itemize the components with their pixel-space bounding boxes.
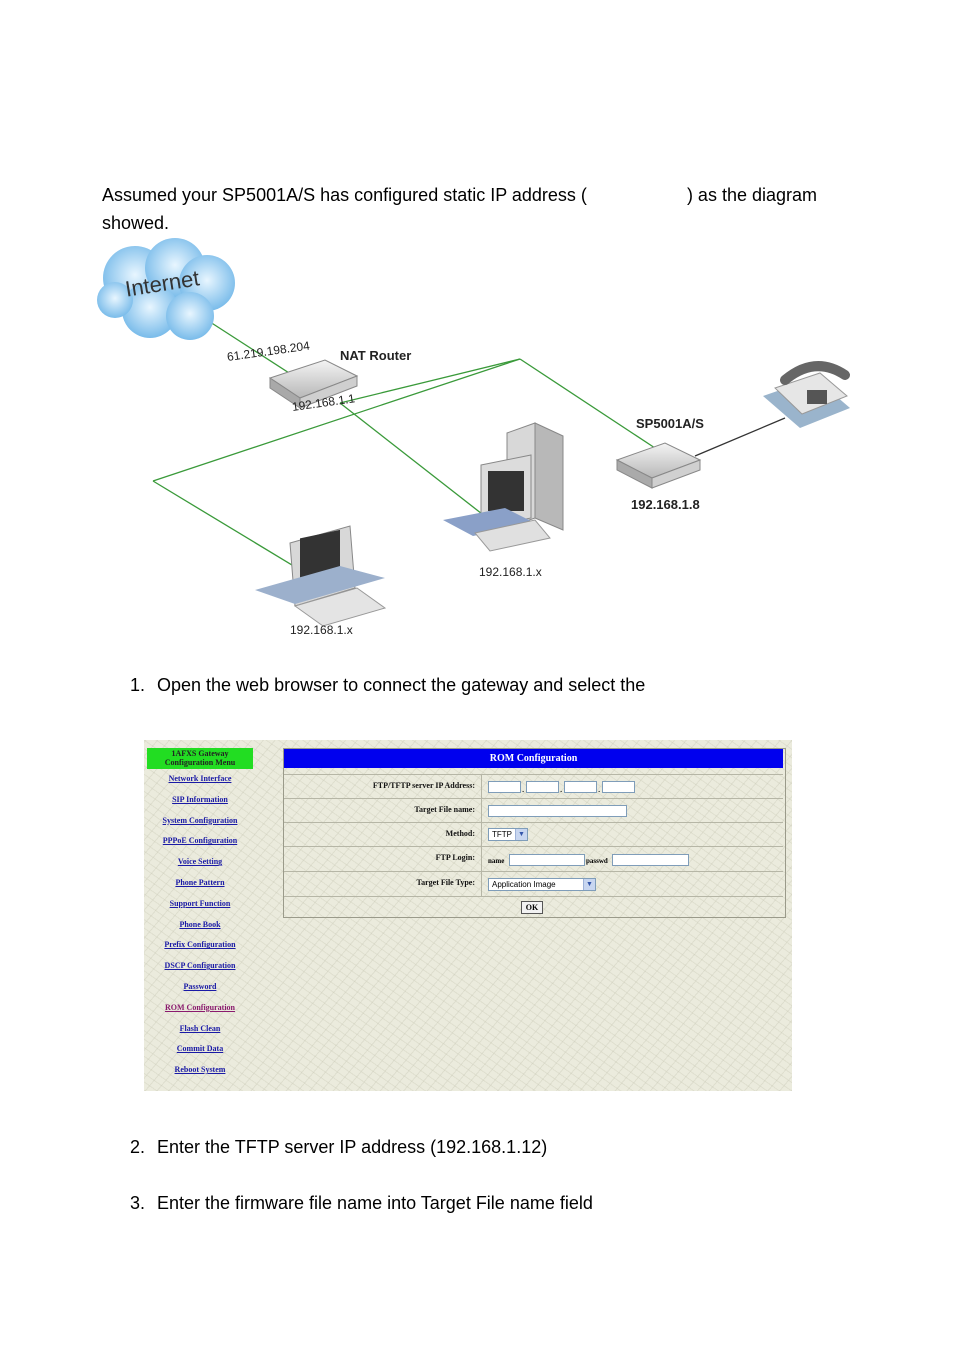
rom-config-panel: ROM Configuration FTP/TFTP server IP Add… <box>283 748 786 918</box>
ip-octet-4-input[interactable] <box>602 781 635 793</box>
desktop-computer-icon <box>443 422 564 552</box>
config-menu: Network Interface SIP Information System… <box>144 772 256 1084</box>
passwd-label: passwd <box>586 857 608 865</box>
panel-title: ROM Configuration <box>284 749 783 768</box>
menu-item-voice-setting[interactable]: Voice Setting <box>177 857 223 867</box>
device-ip-label: 192.168.1.8 <box>631 497 700 512</box>
step-3: 3. Enter the firmware file name into Targ… <box>130 1191 593 1215</box>
sp5001-device-icon <box>615 442 702 489</box>
laptop-icon <box>255 525 387 627</box>
telephone-icon <box>763 361 850 428</box>
target-file-row: Target File name: <box>284 798 783 823</box>
menu-item-pppoe-configuration[interactable]: PPPoE Configuration <box>162 836 238 846</box>
target-file-input[interactable] <box>488 805 627 817</box>
nat-router-icon <box>268 359 359 409</box>
target-file-label: Target File name: <box>414 805 475 814</box>
menu-item-dscp-configuration[interactable]: DSCP Configuration <box>164 961 236 971</box>
method-label: Method: <box>445 829 475 838</box>
target-type-label: Target File Type: <box>416 878 475 887</box>
device-label: SP5001A/S <box>636 416 704 431</box>
menu-item-sip-information[interactable]: SIP Information <box>172 794 228 804</box>
ok-button[interactable]: OK <box>521 901 543 914</box>
ip-octet-3-input[interactable] <box>564 781 597 793</box>
network-diagram: Internet 61.219.198.204 NAT Router 192.1… <box>95 238 865 643</box>
step-1-number: 1. <box>130 675 146 695</box>
step-3-number: 3. <box>130 1193 146 1213</box>
ok-row: OK <box>284 896 783 918</box>
menu-item-phone-book[interactable]: Phone Book <box>179 919 221 929</box>
menu-item-network-interface[interactable]: Network Interface <box>168 774 232 783</box>
step-1: 1. Open the web browser to connect the ga… <box>130 673 645 697</box>
step-2-number: 2. <box>130 1137 146 1157</box>
ftp-name-input[interactable] <box>509 854 585 866</box>
menu-item-flash-clean[interactable]: Flash Clean <box>179 1023 221 1033</box>
step-2: 2. Enter the TFTP server IP address (192.… <box>130 1135 547 1159</box>
menu-item-system-configuration[interactable]: System Configuration <box>162 815 238 825</box>
chevron-down-icon: ▼ <box>583 879 595 890</box>
method-value: TFTP <box>492 830 512 839</box>
intro-text-start: Assumed your SP5001A/S has configured st… <box>102 185 587 205</box>
menu-item-commit-data[interactable]: Commit Data <box>176 1044 224 1054</box>
target-type-select[interactable]: Application Image ▼ <box>488 878 596 891</box>
menu-item-password[interactable]: Password <box>183 981 217 991</box>
chevron-down-icon: ▼ <box>515 829 527 840</box>
menu-item-phone-pattern[interactable]: Phone Pattern <box>175 877 225 887</box>
internet-cloud-icon <box>97 238 235 340</box>
step-2-text: Enter the TFTP server IP address (192.16… <box>157 1137 548 1157</box>
desktop-ip-label: 192.168.1.x <box>479 565 542 579</box>
ftp-password-input[interactable] <box>612 854 689 866</box>
intro-paragraph: Assumed your SP5001A/S has configured st… <box>102 181 822 237</box>
ftp-ip-label: FTP/TFTP server IP Address: <box>372 781 475 790</box>
name-label: name <box>488 857 505 865</box>
method-select[interactable]: TFTP ▼ <box>488 828 528 841</box>
target-type-row: Target File Type: Application Image ▼ <box>284 871 783 897</box>
intro-text-end: ) as the diagram showed. <box>102 185 817 233</box>
method-row: Method: TFTP ▼ <box>284 822 783 847</box>
menu-item-reboot-system[interactable]: Reboot System <box>174 1065 226 1075</box>
menu-item-rom-configuration[interactable]: ROM Configuration <box>165 1002 235 1012</box>
menu-item-support-function[interactable]: Support Function <box>169 898 231 908</box>
menu-item-prefix-configuration[interactable]: Prefix Configuration <box>164 940 236 950</box>
ftp-login-label: FTP Login: <box>435 853 475 862</box>
ip-octet-1-input[interactable] <box>488 781 521 793</box>
target-type-value: Application Image <box>492 880 556 889</box>
ftp-login-row: FTP Login: name passwd <box>284 846 783 872</box>
rom-configuration-screenshot: 1AFXS Gateway Configuration Menu Network… <box>144 740 792 1091</box>
router-label: NAT Router <box>340 348 412 363</box>
ip-octet-2-input[interactable] <box>526 781 559 793</box>
step-1-text: Open the web browser to connect the gate… <box>157 675 646 695</box>
step-3-text: Enter the firmware file name into Target… <box>157 1193 593 1213</box>
ftp-ip-row: FTP/TFTP server IP Address: . . . <box>284 774 783 799</box>
menu-header: 1AFXS Gateway Configuration Menu <box>147 748 253 769</box>
laptop-ip-label: 192.168.1.x <box>290 623 353 637</box>
